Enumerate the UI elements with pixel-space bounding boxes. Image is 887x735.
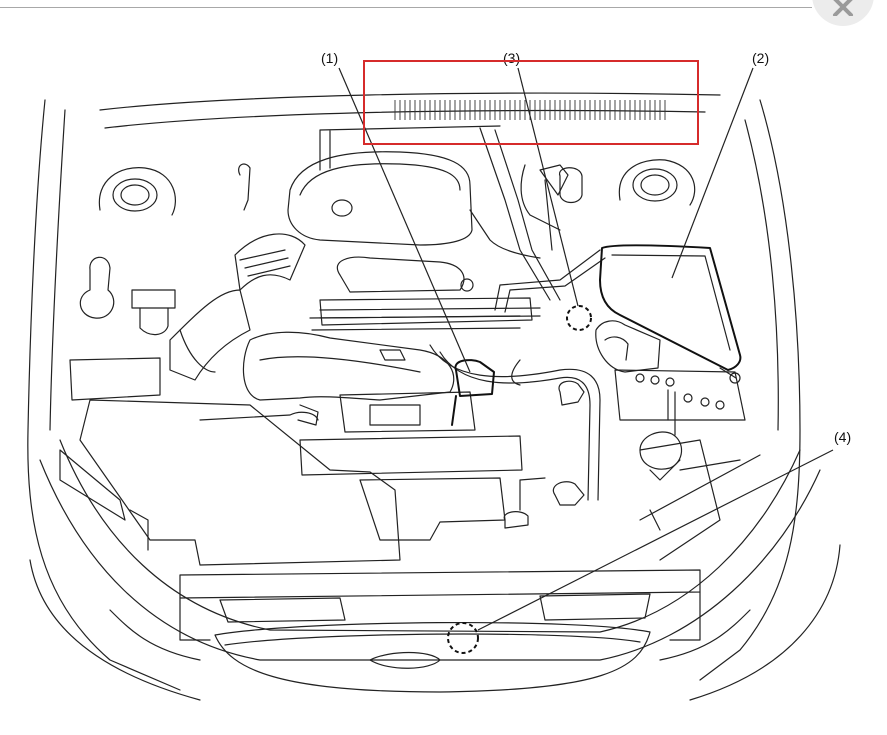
cowl-vents bbox=[394, 100, 666, 120]
callout-markers bbox=[447, 305, 592, 654]
highlight-box bbox=[363, 60, 699, 145]
callout-label-2: (2) bbox=[752, 50, 769, 66]
engine-block bbox=[199, 256, 533, 541]
strut-tower-left bbox=[98, 167, 176, 216]
battery bbox=[614, 367, 746, 436]
hoses bbox=[297, 125, 606, 501]
body-outline bbox=[27, 92, 841, 701]
callout-label-3: (3) bbox=[503, 50, 520, 66]
leader-lines bbox=[338, 67, 834, 631]
close-icon[interactable] bbox=[830, 0, 856, 16]
intake-duct bbox=[169, 233, 306, 381]
air-box bbox=[595, 244, 742, 373]
reservoir bbox=[503, 167, 585, 529]
grille bbox=[109, 609, 751, 693]
left-components bbox=[59, 256, 401, 566]
engine-cover bbox=[238, 151, 473, 246]
radiator-support bbox=[179, 439, 761, 641]
washer-tank bbox=[639, 431, 683, 481]
callout-label-1: (1) bbox=[321, 50, 338, 66]
strut-tower-right bbox=[618, 159, 696, 206]
top-divider bbox=[0, 7, 812, 8]
callout-label-4: (4) bbox=[834, 429, 851, 445]
